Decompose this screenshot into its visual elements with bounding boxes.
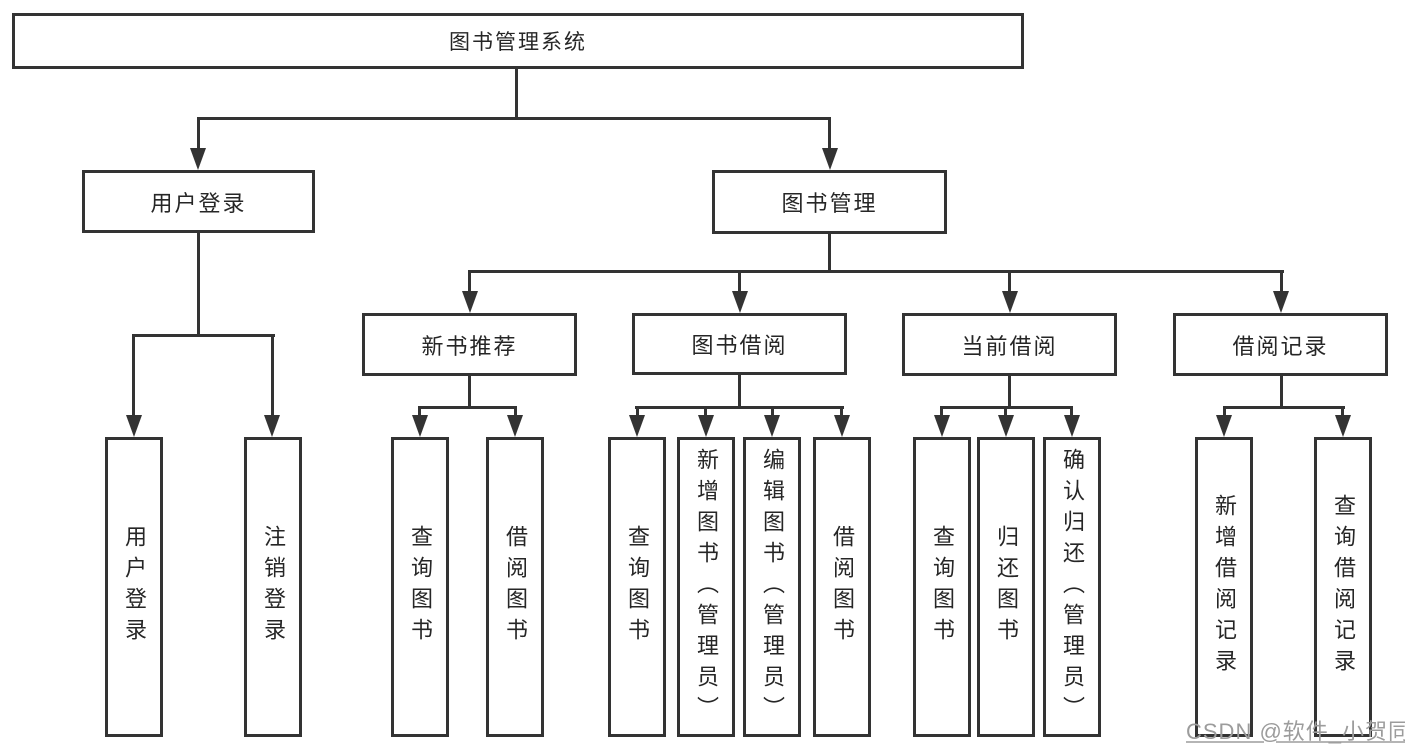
- connector-book-management-stem: [828, 234, 831, 273]
- leaf-query-borrow-record: 查询借阅记录: [1314, 437, 1372, 737]
- connector-leg: [840, 406, 843, 418]
- node-label: 借阅图书: [503, 525, 528, 649]
- node-label: 借阅记录: [1232, 333, 1329, 359]
- connector-leg-borrowing-records: [1280, 270, 1283, 293]
- arrow-down-icon: [822, 148, 838, 170]
- node-book-borrowing: 图书借阅: [632, 313, 847, 375]
- arrow-down-icon: [764, 415, 780, 437]
- node-book-management: 图书管理: [712, 170, 947, 234]
- node-library-management-system: 图书管理系统: [12, 13, 1024, 69]
- connector-borrowing-records-bus: [1223, 406, 1345, 409]
- arrow-down-icon: [629, 415, 645, 437]
- leaf-return-book: 归还图书: [977, 437, 1035, 737]
- node-label: 查询图书: [930, 525, 955, 649]
- node-label: 新增借阅记录: [1212, 494, 1237, 680]
- arrow-down-icon: [998, 415, 1014, 437]
- connector-leg-current-borrowing: [1008, 270, 1011, 293]
- connector-leg: [1070, 406, 1073, 418]
- connector-book-borrowing-stem: [738, 375, 741, 409]
- leaf-query-books-3: 查询图书: [913, 437, 971, 737]
- node-current-borrowing: 当前借阅: [902, 313, 1117, 376]
- node-label: 用户登录: [122, 525, 147, 649]
- node-label: 图书借阅: [691, 333, 788, 358]
- connector-borrowing-records-stem: [1280, 376, 1283, 409]
- connector-leg-book-borrowing: [738, 270, 741, 293]
- arrow-down-icon: [698, 415, 714, 437]
- arrow-down-icon: [1335, 415, 1351, 437]
- node-label: 借阅图书: [830, 525, 855, 649]
- connector-new-book-bus: [418, 406, 517, 409]
- node-new-book-recommendation: 新书推荐: [362, 313, 577, 376]
- node-label: 图书管理系统: [449, 31, 587, 54]
- leaf-query-books-2: 查询图书: [608, 437, 666, 737]
- connector-root-stem: [515, 69, 518, 119]
- arrow-down-icon: [732, 291, 748, 313]
- connector-leg: [940, 406, 943, 418]
- connector-leg: [1223, 406, 1226, 418]
- arrow-down-icon: [462, 291, 478, 313]
- connector-book-borrowing-bus: [635, 406, 844, 409]
- leaf-logout: 注销登录: [244, 437, 302, 737]
- connector-user-login-stem: [197, 233, 200, 337]
- leaf-confirm-return-admin: 确认归还（管理员）: [1043, 437, 1101, 737]
- connector-new-book-stem: [468, 376, 471, 409]
- leaf-borrow-books-2: 借阅图书: [813, 437, 871, 737]
- connector-leg: [514, 406, 517, 418]
- node-user-login: 用户登录: [82, 170, 315, 233]
- connector-leg-user-login: [197, 117, 200, 150]
- arrow-down-icon: [1273, 291, 1289, 313]
- node-label: 当前借阅: [961, 333, 1058, 359]
- node-label: 图书管理: [781, 191, 878, 216]
- node-label: 编辑图书（管理员）: [760, 447, 785, 727]
- arrow-down-icon: [834, 415, 850, 437]
- leaf-borrow-books: 借阅图书: [486, 437, 544, 737]
- leaf-add-book-admin: 新增图书（管理员）: [677, 437, 735, 737]
- leaf-add-borrow-record: 新增借阅记录: [1195, 437, 1253, 737]
- connector-level3-bus: [468, 270, 1284, 273]
- node-label: 归还图书: [994, 525, 1019, 649]
- arrow-down-icon: [507, 415, 523, 437]
- connector-leg: [636, 406, 639, 418]
- arrow-down-icon: [190, 148, 206, 170]
- connector-leg: [1341, 406, 1344, 418]
- connector-current-borrowing-stem: [1008, 376, 1011, 409]
- arrow-down-icon: [126, 415, 142, 437]
- node-label: 查询借阅记录: [1331, 494, 1356, 680]
- node-label: 用户登录: [150, 190, 247, 216]
- connector-leg-new-book: [468, 270, 471, 293]
- connector-user-login-bus: [132, 334, 275, 337]
- connector-level2-bus: [197, 117, 831, 120]
- leaf-query-books: 查询图书: [391, 437, 449, 737]
- connector-leg: [704, 406, 707, 418]
- arrow-down-icon: [1064, 415, 1080, 437]
- connector-leg: [771, 406, 774, 418]
- csdn-watermark: CSDN @软件_小贺同学: [1186, 719, 1405, 744]
- connector-leg: [1004, 406, 1007, 418]
- node-label: 查询图书: [408, 525, 433, 649]
- leaf-edit-book-admin: 编辑图书（管理员）: [743, 437, 801, 737]
- connector-leg: [418, 406, 421, 418]
- node-label: 确认归还（管理员）: [1060, 447, 1085, 727]
- node-borrowing-records: 借阅记录: [1173, 313, 1388, 376]
- arrow-down-icon: [264, 415, 280, 437]
- connector-leg-leaf-user-login: [132, 334, 135, 418]
- node-label: 新增图书（管理员）: [694, 447, 719, 727]
- connector-leg-book-management: [828, 117, 831, 150]
- node-label: 新书推荐: [421, 333, 518, 359]
- arrow-down-icon: [1002, 291, 1018, 313]
- node-label: 注销登录: [261, 525, 286, 649]
- leaf-user-login: 用户登录: [105, 437, 163, 737]
- arrow-down-icon: [934, 415, 950, 437]
- connector-leg-leaf-logout: [271, 334, 274, 418]
- node-label: 查询图书: [625, 525, 650, 649]
- arrow-down-icon: [412, 415, 428, 437]
- arrow-down-icon: [1216, 415, 1232, 437]
